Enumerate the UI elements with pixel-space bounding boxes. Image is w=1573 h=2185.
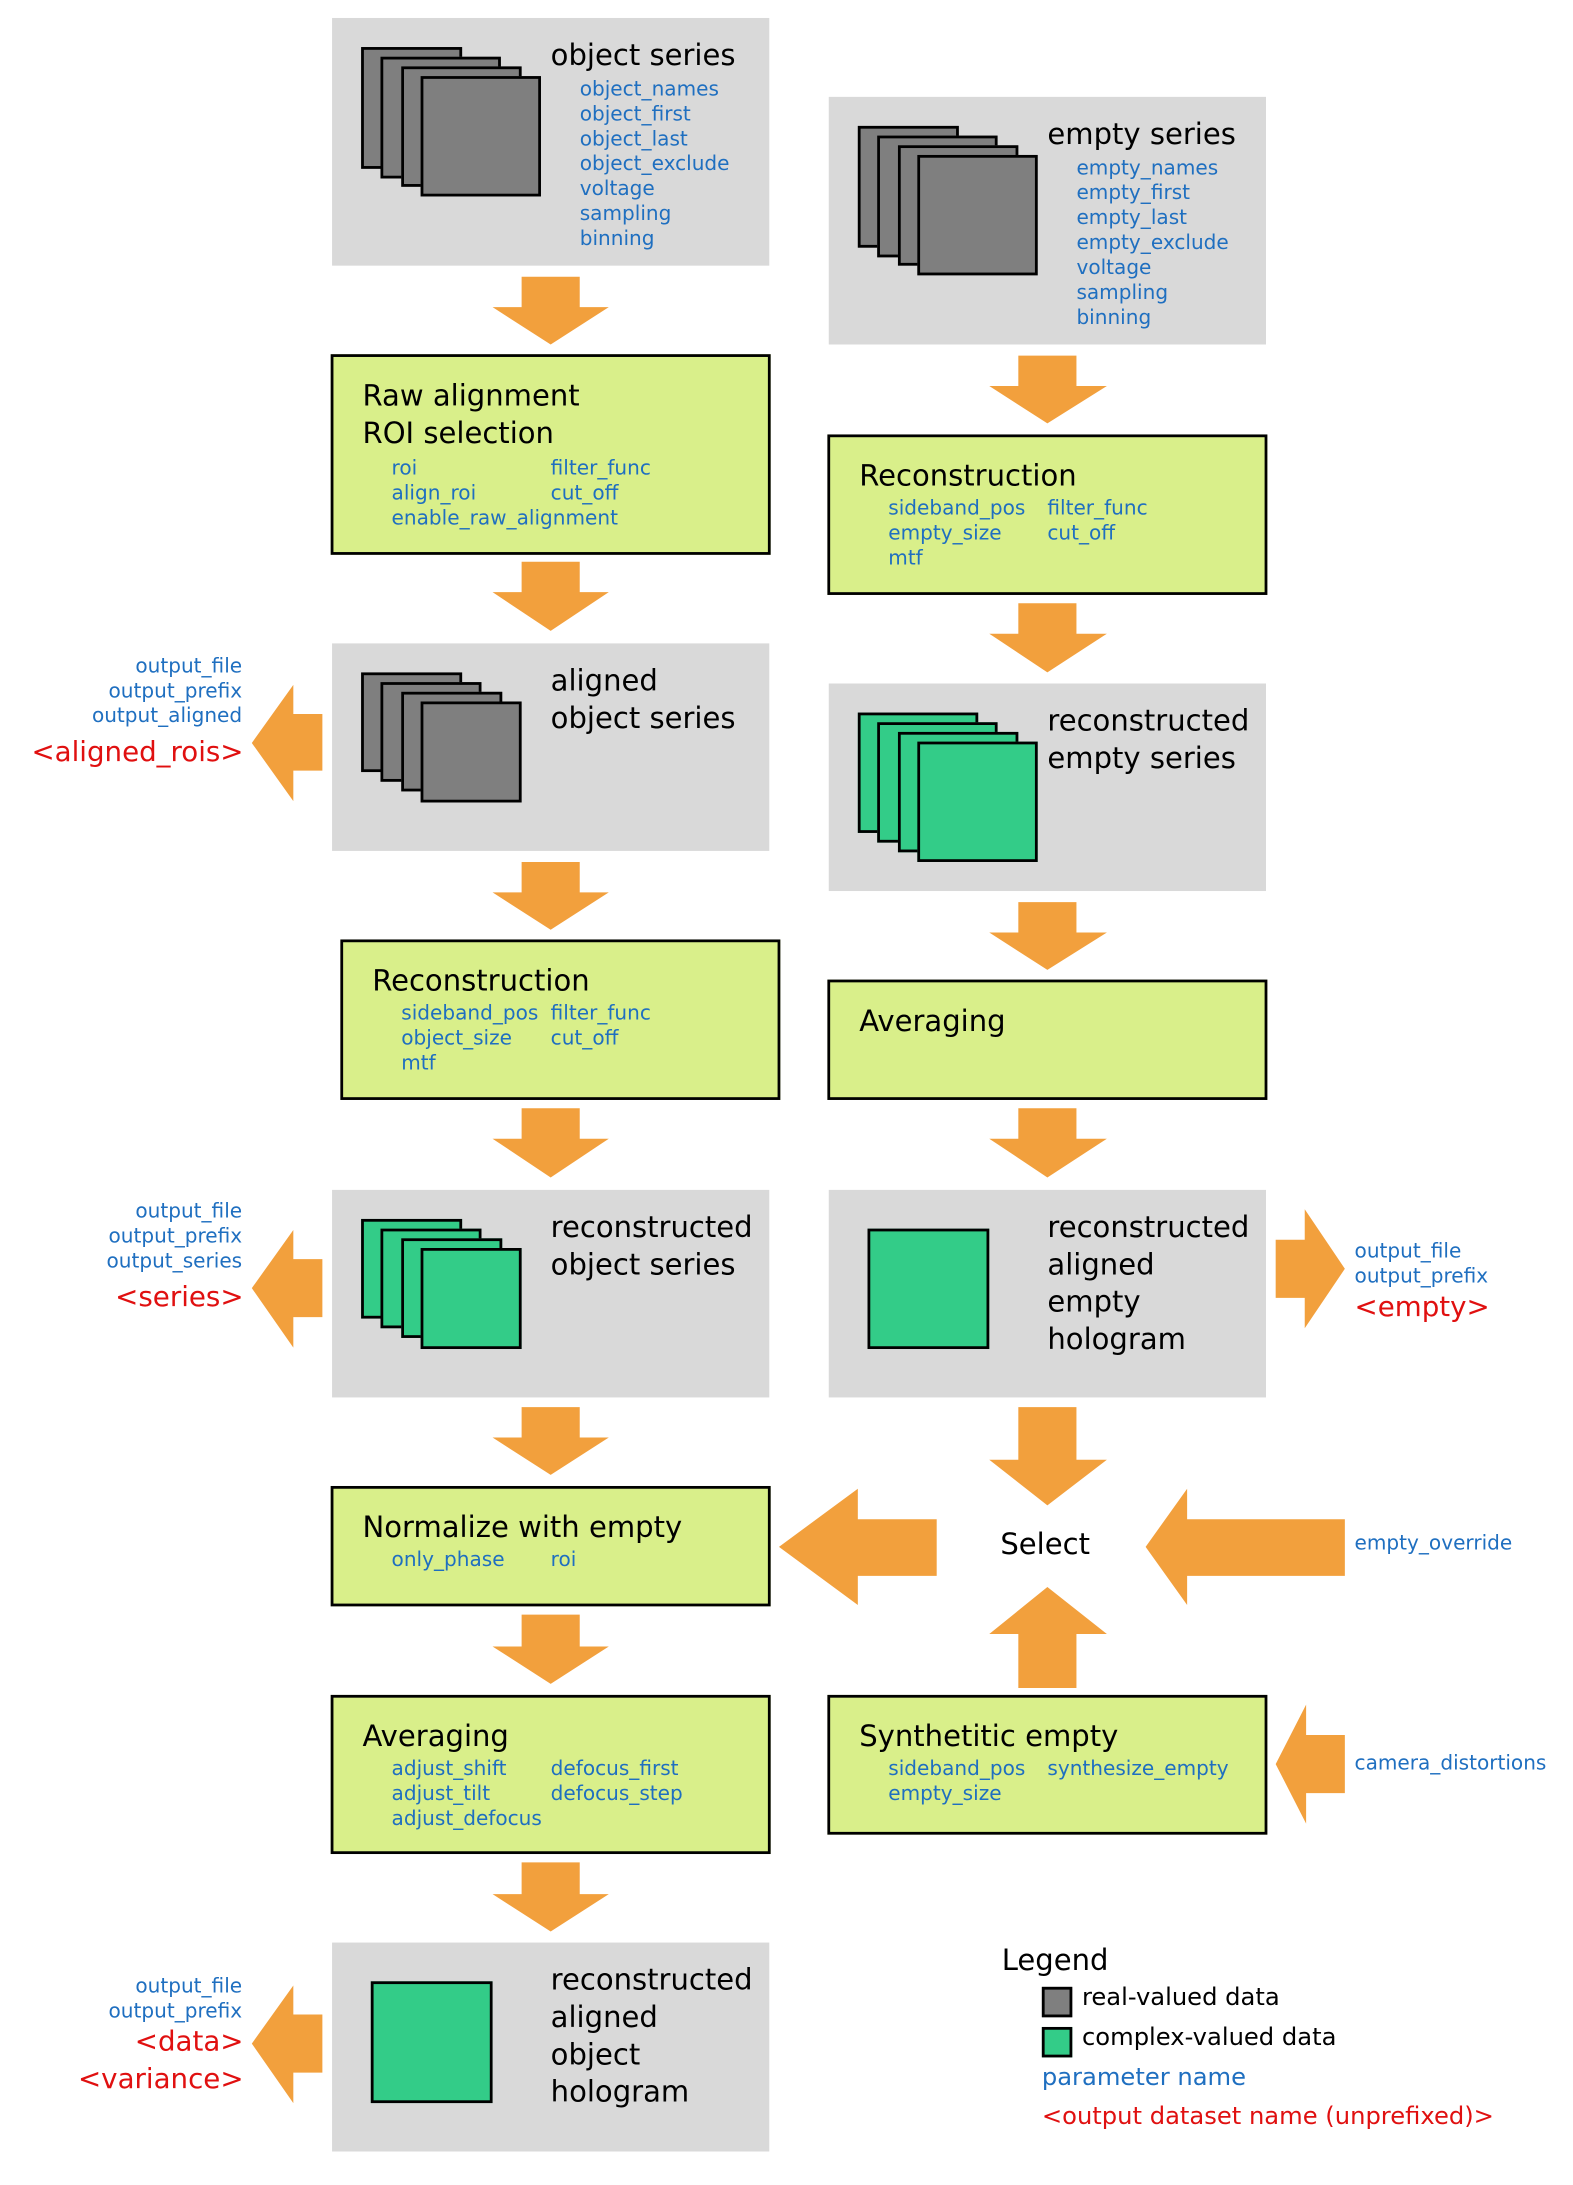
arrow-down-7 <box>492 1862 609 1932</box>
node-title: aligned object series <box>550 664 736 735</box>
input-camera-distortions: camera_distortions <box>1354 1753 1547 1776</box>
node-title: Averaging <box>362 1719 509 1754</box>
arrow-down-3 <box>492 861 609 930</box>
legend-title: Legend <box>1001 1943 1109 1978</box>
real-data-stack-icon <box>917 154 1038 276</box>
output-empty-dataset: <empty> <box>1354 1289 1490 1323</box>
arrow-down-to-select <box>989 1407 1107 1506</box>
raw-alignment-node: Raw alignment ROI selection roi align_ro… <box>330 354 771 555</box>
legend-output-label: <output dataset name (unprefixed)> <box>1041 2103 1494 2131</box>
output-series-params: output_file output_prefix output_series <box>106 1200 243 1273</box>
output-series-dataset: <series> <box>115 1279 244 1314</box>
arrow-out-aligned <box>251 684 323 802</box>
arrow-left-empty-override <box>1145 1488 1345 1605</box>
arrow-down-4 <box>492 1108 609 1178</box>
node-params: object_names object_first object_last ob… <box>579 78 730 251</box>
node-title: object series <box>550 38 736 72</box>
reconstruction-object-node: Reconstruction sideband_pos object_size … <box>340 939 781 1100</box>
arrow-up-from-synthetic <box>989 1586 1107 1688</box>
output-data-params: output_file output_prefix <box>108 1975 243 2023</box>
node-params-col1: sideband_pos object_size mtf <box>401 1003 539 1076</box>
legend-complex-swatch <box>1041 2026 1073 2058</box>
node-params-col1: only_phase <box>391 1549 505 1572</box>
averaging-empty-node: Averaging <box>827 979 1268 1100</box>
arrow-down-r4 <box>989 1108 1107 1178</box>
normalize-node: Normalize with empty only_phase roi <box>330 1485 771 1607</box>
node-params-col1: sideband_pos empty_size <box>888 1758 1026 1806</box>
legend-parameter-label: parameter name <box>1041 2064 1247 2093</box>
reconstruction-empty-node: Reconstruction sideband_pos empty_size m… <box>827 434 1268 595</box>
node-params-col1: sideband_pos empty_size mtf <box>888 498 1026 571</box>
node-params: empty_names empty_first empty_last empty… <box>1076 157 1229 330</box>
node-title: Reconstruction <box>859 459 1077 493</box>
arrow-down-r2 <box>989 603 1107 673</box>
legend-real-swatch <box>1041 1986 1073 2018</box>
arrow-down-r3 <box>989 902 1107 970</box>
complex-data-stack-icon <box>917 741 1038 862</box>
aligned-object-series-node: aligned object series <box>332 643 770 851</box>
arrow-down-2 <box>492 561 609 631</box>
empty-series-node: empty series empty_names empty_first emp… <box>828 96 1266 345</box>
node-params-col2: synthesize_empty <box>1047 1758 1229 1781</box>
node-title: reconstructed aligned object hologram <box>550 1963 753 2109</box>
legend-complex-label: complex-valued data <box>1081 2024 1337 2052</box>
node-params-col2: filter_func cut_off <box>550 457 651 506</box>
arrow-down-5 <box>492 1407 609 1475</box>
node-params-col2: filter_func cut_off <box>1047 498 1148 546</box>
arrow-left-camera-distortions <box>1275 1704 1345 1824</box>
complex-data-icon <box>867 1228 990 1350</box>
complex-data-icon <box>370 1981 493 2104</box>
node-title: Reconstruction <box>372 964 590 998</box>
arrow-out-data <box>251 1985 323 2104</box>
node-params-col2: filter_func cut_off <box>550 1003 651 1051</box>
input-empty-override: empty_override <box>1354 1533 1513 1556</box>
output-aligned-params: output_file output_prefix output_aligned <box>91 655 243 728</box>
real-data-stack-icon <box>420 76 541 197</box>
node-title: reconstructed aligned empty hologram <box>1047 1210 1250 1356</box>
averaging-object-node: Averaging adjust_shift adjust_tilt adjus… <box>330 1694 771 1855</box>
arrow-out-empty <box>1275 1209 1345 1329</box>
node-params-col1: adjust_shift adjust_tilt adjust_defocus <box>391 1758 542 1831</box>
node-title: reconstructed object series <box>550 1210 753 1282</box>
arrow-down-r1 <box>989 355 1107 424</box>
output-data-dataset: <data> <variance> <box>78 2024 244 2095</box>
reconstructed-empty-series-node: reconstructed empty series <box>828 683 1266 892</box>
node-params-col2: roi <box>550 1549 577 1572</box>
complex-data-stack-icon <box>420 1248 522 1350</box>
node-title: Averaging <box>859 1004 1006 1038</box>
reconstructed-aligned-object-hologram-node: reconstructed aligned object hologram <box>332 1942 770 2152</box>
node-title: empty series <box>1047 117 1236 151</box>
synthetic-empty-node: Synthetitic empty sideband_pos empty_siz… <box>827 1694 1268 1835</box>
reconstructed-aligned-empty-hologram-node: reconstructed aligned empty hologram <box>828 1189 1266 1398</box>
node-title: Synthetitic empty <box>859 1719 1119 1754</box>
node-title: Normalize with empty <box>362 1510 683 1545</box>
arrow-out-series <box>251 1230 323 1348</box>
output-aligned-dataset: <aligned_rois> <box>31 734 244 768</box>
node-title: Raw alignment ROI selection <box>362 379 580 450</box>
output-empty-params: output_file output_prefix <box>1354 1241 1489 1289</box>
arrow-down-1 <box>492 276 609 345</box>
node-title: reconstructed empty series <box>1047 704 1250 775</box>
object-series-node: object series object_names object_first … <box>332 17 770 266</box>
real-data-stack-icon <box>420 701 522 803</box>
arrow-left-to-normalize <box>778 1488 937 1605</box>
legend-real-label: real-valued data <box>1081 1984 1280 2012</box>
node-params-col1: roi align_roi enable_raw_alignment <box>391 457 618 530</box>
reconstructed-object-series-node: reconstructed object series <box>332 1189 770 1398</box>
arrow-down-6 <box>492 1614 609 1684</box>
node-params-col2: defocus_first defocus_step <box>550 1758 683 1806</box>
select-node: Select <box>1000 1527 1090 1561</box>
